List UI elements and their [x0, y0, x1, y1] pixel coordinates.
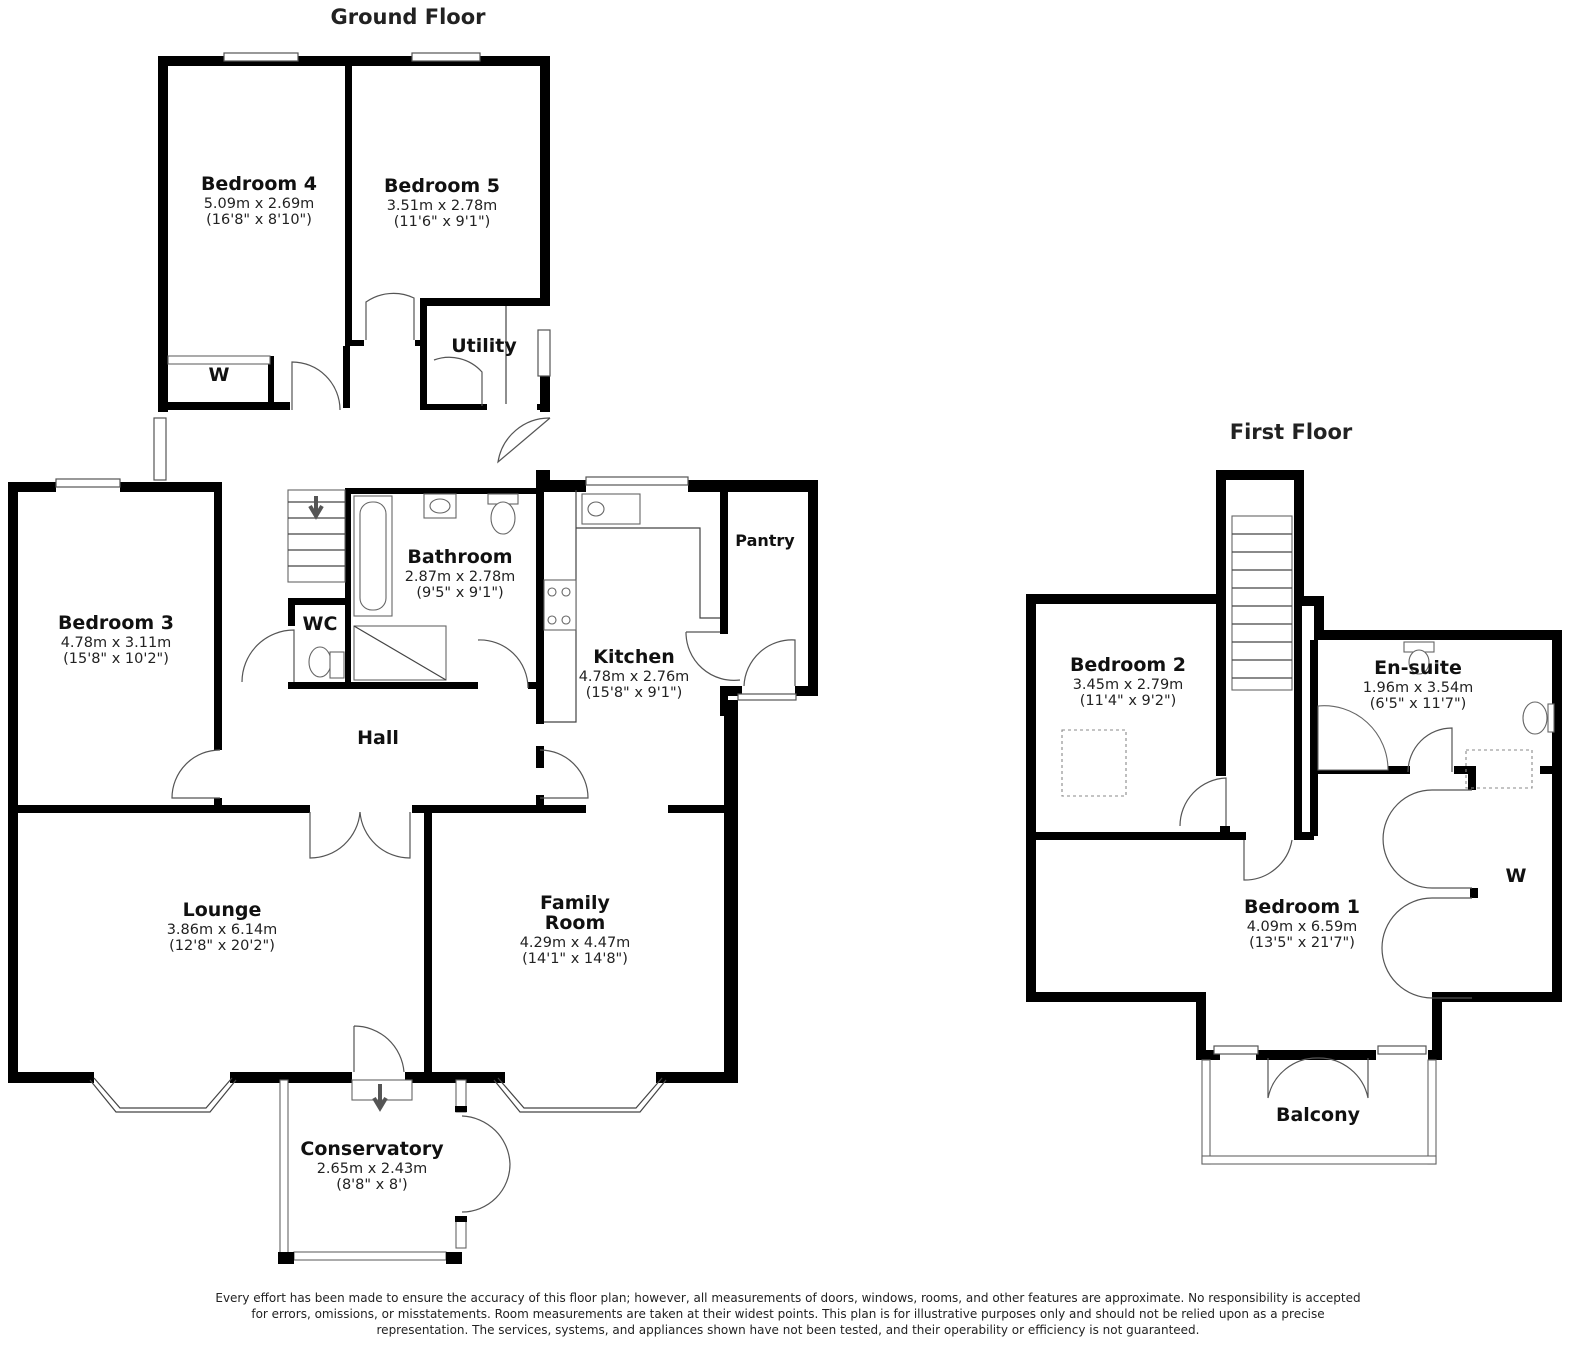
room-imperial: (13'5" x 21'7")	[1249, 935, 1355, 951]
room-ensuite: En-suite 1.96m x 3.54m (6'5" x 11'7")	[1363, 657, 1474, 712]
room-utility: Utility	[451, 335, 517, 357]
room-wardrobe-first: W	[1506, 865, 1527, 887]
room-name: Bedroom 2	[1070, 654, 1186, 676]
room-name: Bedroom 4	[201, 173, 317, 195]
room-bedroom-3: Bedroom 3 4.78m x 3.11m (15'8" x 10'2")	[58, 612, 174, 667]
floor-plan: Ground Floor	[8, 5, 1562, 1264]
room-imperial: (15'8" x 10'2")	[63, 651, 169, 667]
room-imperial: (12'8" x 20'2")	[169, 938, 275, 954]
room-name: Bathroom	[407, 546, 512, 568]
ground-floor-walls	[8, 56, 818, 1083]
room-imperial: (11'4" x 9'2")	[1080, 693, 1177, 709]
room-bedroom-4: Bedroom 4 5.09m x 2.69m (16'8" x 8'10")	[201, 173, 317, 228]
room-metric: 4.09m x 6.59m	[1247, 919, 1358, 935]
room-family-room: Family Room 4.29m x 4.47m (14'1" x 14'8"…	[520, 892, 631, 967]
room-metric: 3.45m x 2.79m	[1073, 677, 1184, 693]
room-lounge: Lounge 3.86m x 6.14m (12'8" x 20'2")	[167, 899, 278, 954]
room-name: Bedroom 5	[384, 175, 500, 197]
ground-floor-title: Ground Floor	[330, 5, 486, 29]
room-name: Lounge	[183, 899, 262, 921]
first-floor-fixtures	[1061, 515, 1555, 1165]
room-name: En-suite	[1374, 657, 1462, 679]
room-hall: Hall	[357, 727, 399, 749]
room-metric: 5.09m x 2.69m	[204, 196, 315, 212]
room-balcony: Balcony	[1276, 1104, 1361, 1126]
room-name: Bedroom 3	[58, 612, 174, 634]
room-imperial: (6'5" x 11'7")	[1370, 696, 1467, 712]
first-floor-title: First Floor	[1230, 420, 1353, 444]
room-metric: 3.86m x 6.14m	[167, 922, 278, 938]
room-imperial: (9'5" x 9'1")	[416, 585, 503, 601]
first-floor-windows	[1213, 1045, 1427, 1055]
disclaimer-line-1: Every effort has been made to ensure the…	[215, 1291, 1361, 1305]
room-imperial: (14'1" x 14'8")	[522, 951, 628, 967]
first-floor-doors	[1179, 727, 1472, 1099]
room-metric: 2.65m x 2.43m	[317, 1161, 428, 1177]
room-conservatory: Conservatory 2.65m x 2.43m (8'8" x 8')	[300, 1138, 444, 1193]
room-metric: 4.78m x 3.11m	[61, 635, 172, 651]
room-imperial: (15'8" x 9'1")	[586, 685, 683, 701]
first-floor-walls	[1026, 470, 1562, 1060]
room-bathroom: Bathroom 2.87m x 2.78m (9'5" x 9'1")	[405, 546, 516, 601]
disclaimer-line-3: representation. The services, systems, a…	[376, 1323, 1200, 1337]
room-name-line2: Room	[545, 912, 606, 934]
room-kitchen: Kitchen 4.78m x 2.76m (15'8" x 9'1")	[579, 646, 690, 701]
room-bedroom-5: Bedroom 5 3.51m x 2.78m (11'6" x 9'1")	[384, 175, 500, 230]
ground-floor-windows	[55, 52, 797, 1113]
room-metric: 4.29m x 4.47m	[520, 935, 631, 951]
room-name-line1: Family	[540, 892, 611, 914]
room-bedroom-2: Bedroom 2 3.45m x 2.79m (11'4" x 9'2")	[1070, 654, 1186, 709]
room-imperial: (8'8" x 8')	[336, 1177, 407, 1193]
room-name: Bedroom 1	[1244, 896, 1360, 918]
room-metric: 4.78m x 2.76m	[579, 669, 690, 685]
room-metric: 1.96m x 3.54m	[1363, 680, 1474, 696]
room-bedroom-1: Bedroom 1 4.09m x 6.59m (13'5" x 21'7")	[1244, 896, 1360, 951]
disclaimer-line-2: for errors, omissions, or misstatements.…	[251, 1307, 1325, 1321]
room-imperial: (16'8" x 8'10")	[206, 212, 312, 228]
room-metric: 3.51m x 2.78m	[387, 198, 498, 214]
room-name: Conservatory	[300, 1138, 444, 1160]
ground-floor-fixtures	[167, 306, 720, 1264]
room-wardrobe-ground: W	[209, 364, 230, 386]
room-wc: WC	[303, 613, 338, 635]
room-name: Kitchen	[593, 646, 675, 668]
room-imperial: (11'6" x 9'1")	[394, 214, 491, 230]
room-pantry: Pantry	[735, 531, 795, 550]
disclaimer: Every effort has been made to ensure the…	[140, 1290, 1436, 1338]
room-metric: 2.87m x 2.78m	[405, 569, 516, 585]
ground-floor-doors	[171, 292, 796, 1213]
